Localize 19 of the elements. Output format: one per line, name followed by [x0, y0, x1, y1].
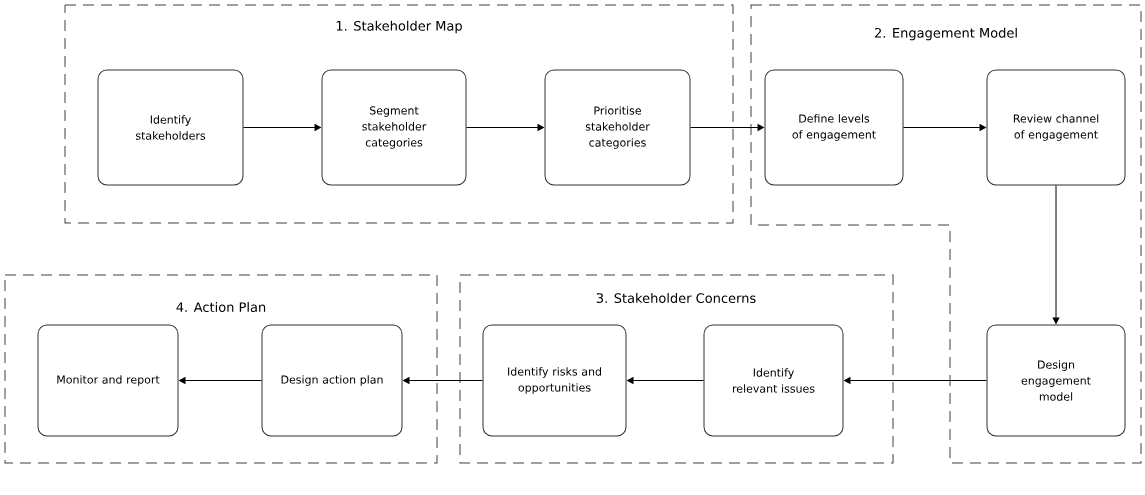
process-box: Monitor and report	[37, 324, 179, 437]
arrow	[690, 124, 764, 131]
arrow	[903, 124, 986, 131]
process-box: Identify risks and opportunities	[482, 324, 627, 437]
arrow	[179, 377, 262, 384]
process-box: Prioritise stakeholder categories	[544, 69, 691, 186]
arrow	[243, 124, 321, 131]
process-box: Identify stakeholders	[97, 69, 244, 186]
process-box: Define levels of engagement	[764, 69, 904, 186]
process-box: Identify relevant issues	[703, 324, 844, 437]
process-box: Segment stakeholder categories	[321, 69, 467, 186]
process-box: Review channel of engagement	[986, 69, 1126, 186]
arrow	[466, 124, 544, 131]
arrow	[1052, 185, 1060, 324]
process-box: Design engagement model	[986, 324, 1126, 437]
arrow	[403, 377, 483, 384]
arrow	[627, 377, 704, 384]
arrow	[844, 377, 987, 384]
process-box: Design action plan	[261, 324, 403, 437]
